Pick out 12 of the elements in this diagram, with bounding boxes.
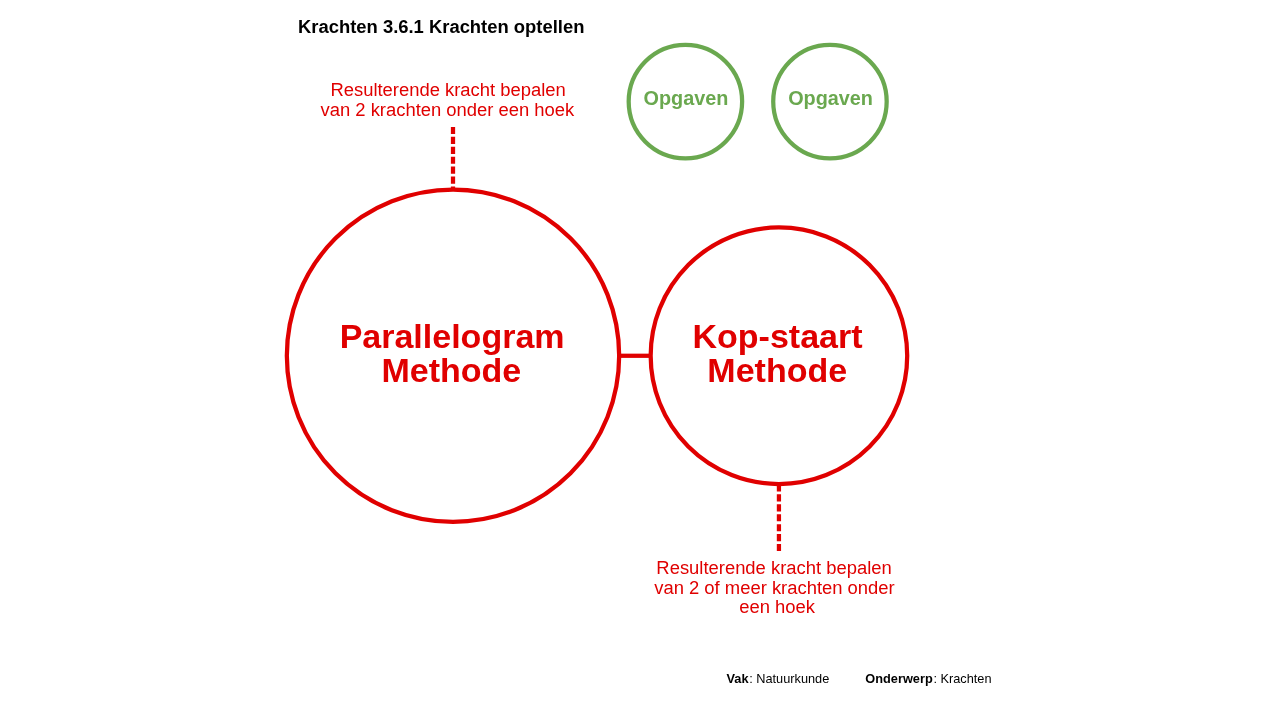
connector [619, 353, 650, 358]
label: Onderwerp: Krachten [864, 670, 992, 686]
node-circle: Kop-staart Methode [648, 225, 909, 487]
label: Vak: Natuurkunde [726, 670, 829, 686]
node-text: Resulterende kracht bepalen van 2 krachten onder een hoek [320, 79, 574, 121]
node-circle: Opgaven [626, 42, 744, 161]
node-circle: Parallelogram Methode [284, 187, 621, 525]
connector [776, 484, 781, 554]
node-circle: Opgaven [770, 42, 889, 161]
node-text: Resulterende kracht bepalen van 2 of meer krachten onder een hoek [653, 556, 895, 618]
connector [450, 127, 455, 190]
diagram-title: Krachten 3.6.1 Krachten optellen [297, 15, 584, 37]
